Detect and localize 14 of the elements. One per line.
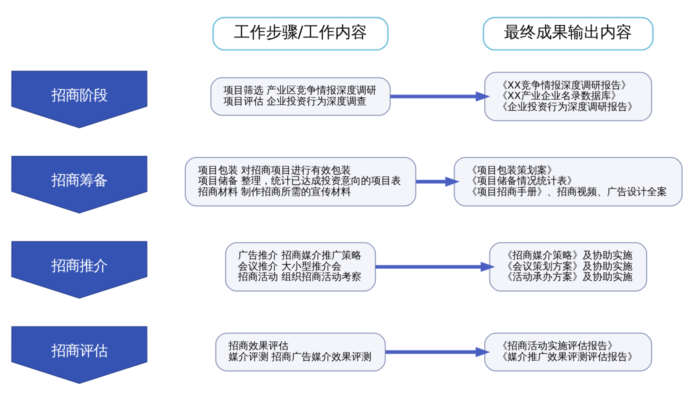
node-box: 招商效果评估 媒介评测 招商广告媒介效果评测	[215, 332, 386, 371]
node-box: 工作步骤/工作内容	[212, 16, 389, 50]
node-box: 广告推介 招商媒介推广策略 会议推介 大小型推介会 招商活动 组织招商活动考察	[225, 242, 376, 292]
node-box: 最终成果输出内容	[482, 16, 654, 50]
node-box: 《招商媒介策略》及协助实施 《会议策划方案》及协助实施 《活动承办方案》及协助实施	[489, 242, 648, 292]
arrow	[386, 346, 490, 357]
node-box: 《XX竞争情报深度调研报告》 《XX产业企业名录数据库》 《企业投资行为深度调研报告》	[484, 71, 652, 121]
node-box: 《项目包装策划案》 《项目储备情况统计表》 《项目招商手册》、招商视频、广告设计全案	[454, 156, 683, 206]
arrow	[416, 176, 460, 186]
arrow	[375, 261, 496, 272]
node-box: 项目筛选 产业区竞争情报深度调研 项目评估 企业投资行为深度调查	[210, 76, 391, 116]
node-box: 《招商活动实施评估报告》 《媒介推广效果评测评估报告》	[484, 332, 652, 371]
arrow	[390, 90, 490, 102]
node-box: 项目包装 对招商项目进行有效包装 项目储备 整理，统计已达成投资意向的项目表 招商材料 制作招商所需的宣传材料	[184, 156, 416, 206]
